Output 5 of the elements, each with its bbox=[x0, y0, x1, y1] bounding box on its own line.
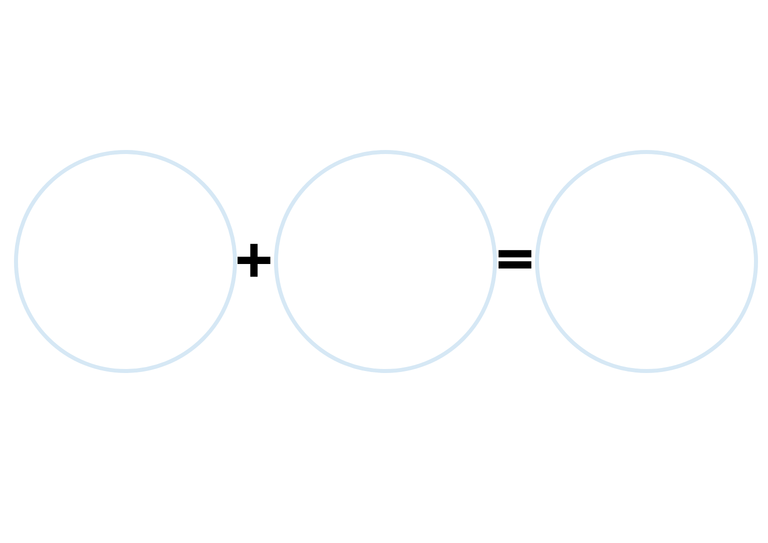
circle bbox=[14, 150, 237, 372]
circle bbox=[274, 150, 496, 372]
circle bbox=[534, 150, 758, 372]
operator-plus: + bbox=[233, 234, 275, 284]
operator-equals: = bbox=[494, 233, 536, 283]
